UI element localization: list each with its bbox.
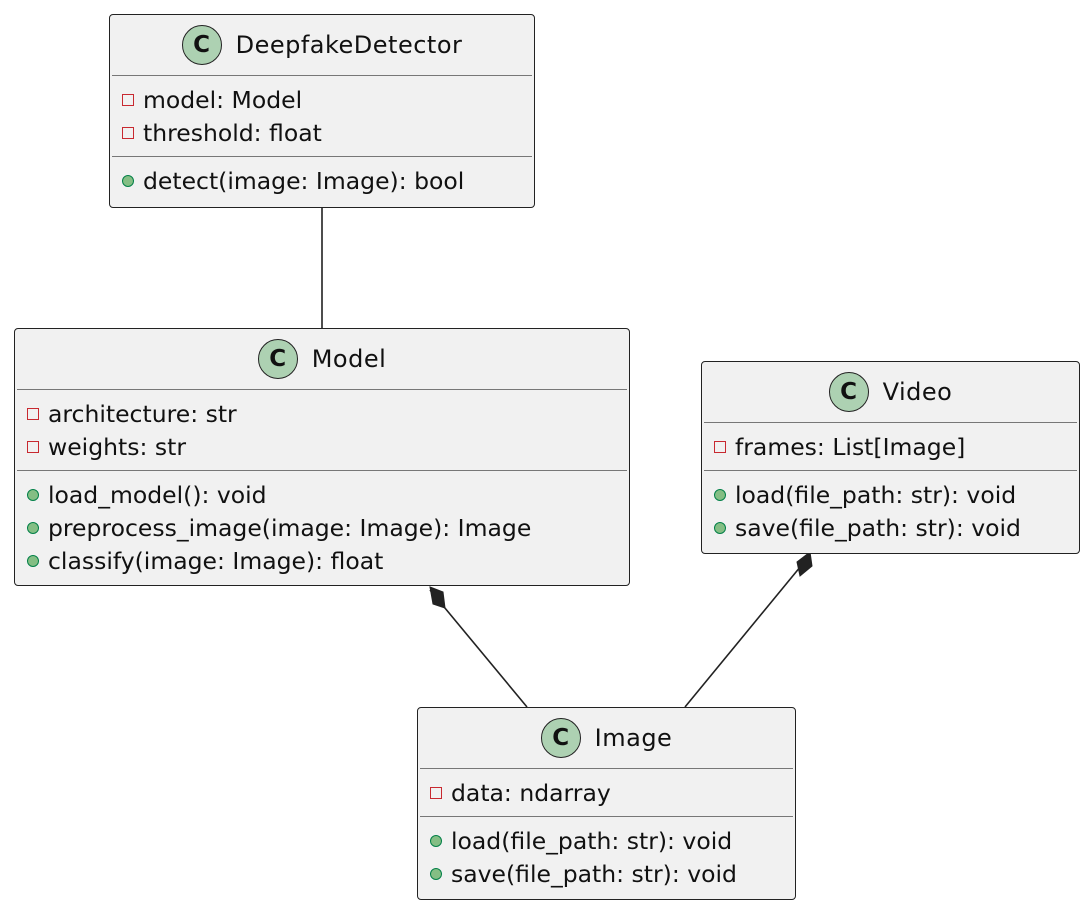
methods-section: detect(image: Image): bool bbox=[110, 157, 534, 204]
attribute-row: threshold: float bbox=[122, 116, 534, 149]
class-image[interactable]: C Image data: ndarray load(file_path: st… bbox=[417, 707, 796, 900]
class-c-icon: C bbox=[540, 718, 581, 758]
divider bbox=[420, 768, 793, 769]
method-text: load_model(): void bbox=[48, 480, 267, 509]
attribute-text: model: Model bbox=[143, 85, 303, 114]
class-deepfake-detector[interactable]: C DeepfakeDetector model: Model threshol… bbox=[109, 14, 535, 208]
attribute-row: model: Model bbox=[122, 83, 534, 116]
attribute-row: weights: str bbox=[27, 430, 629, 463]
public-icon bbox=[430, 834, 442, 847]
private-icon bbox=[714, 440, 726, 453]
attribute-text: threshold: float bbox=[143, 118, 322, 147]
divider bbox=[420, 816, 793, 817]
class-c-icon: C bbox=[181, 25, 222, 65]
public-icon bbox=[27, 488, 39, 501]
public-icon bbox=[714, 521, 726, 534]
public-icon bbox=[122, 174, 134, 187]
attribute-text: weights: str bbox=[48, 432, 186, 461]
private-icon bbox=[27, 407, 39, 420]
class-name: DeepfakeDetector bbox=[235, 31, 463, 59]
methods-section: load_model(): void preprocess_image(imag… bbox=[15, 471, 629, 584]
method-text: load(file_path: str): void bbox=[451, 826, 733, 855]
class-c-icon: C bbox=[828, 372, 869, 412]
attributes-section: frames: List[Image] bbox=[702, 423, 1079, 470]
class-header: C DeepfakeDetector bbox=[110, 15, 534, 75]
class-header: C Video bbox=[702, 362, 1079, 422]
method-text: load(file_path: str): void bbox=[735, 480, 1017, 509]
divider bbox=[17, 470, 627, 471]
private-icon bbox=[27, 440, 39, 453]
divider bbox=[704, 470, 1077, 471]
composition-diamond-video bbox=[796, 551, 813, 577]
method-row: preprocess_image(image: Image): Image bbox=[27, 511, 629, 544]
method-row: load_model(): void bbox=[27, 478, 629, 511]
attribute-row: architecture: str bbox=[27, 397, 629, 430]
attribute-text: frames: List[Image] bbox=[735, 432, 966, 461]
class-header: C Image bbox=[418, 708, 795, 768]
composition-model-image bbox=[429, 589, 528, 708]
method-text: detect(image: Image): bool bbox=[143, 166, 465, 195]
divider bbox=[17, 389, 627, 390]
class-name: Model bbox=[311, 345, 387, 373]
class-header: C Model bbox=[15, 329, 629, 389]
methods-section: load(file_path: str): void save(file_pat… bbox=[702, 471, 1079, 551]
attributes-section: data: ndarray bbox=[418, 769, 795, 816]
attributes-section: model: Model threshold: float bbox=[110, 76, 534, 156]
attribute-row: data: ndarray bbox=[430, 776, 795, 809]
attributes-section: architecture: str weights: str bbox=[15, 390, 629, 470]
methods-section: load(file_path: str): void save(file_pat… bbox=[418, 817, 795, 897]
divider bbox=[112, 156, 532, 157]
private-icon bbox=[122, 93, 134, 106]
public-icon bbox=[27, 554, 39, 567]
private-icon bbox=[122, 126, 134, 139]
class-model[interactable]: C Model architecture: str weights: str l… bbox=[14, 328, 630, 586]
attribute-text: data: ndarray bbox=[451, 778, 611, 807]
divider bbox=[112, 75, 532, 76]
class-video[interactable]: C Video frames: List[Image] load(file_pa… bbox=[701, 361, 1080, 554]
method-text: save(file_path: str): void bbox=[735, 513, 1021, 542]
private-icon bbox=[430, 786, 442, 799]
method-row: classify(image: Image): float bbox=[27, 544, 629, 577]
class-name: Video bbox=[882, 378, 953, 406]
method-text: preprocess_image(image: Image): Image bbox=[48, 513, 532, 542]
class-name: Image bbox=[594, 724, 673, 752]
method-text: save(file_path: str): void bbox=[451, 859, 737, 888]
method-row: save(file_path: str): void bbox=[430, 857, 795, 890]
composition-diamond-model bbox=[429, 586, 446, 609]
method-text: classify(image: Image): float bbox=[48, 546, 384, 575]
public-icon bbox=[27, 521, 39, 534]
method-row: save(file_path: str): void bbox=[714, 511, 1079, 544]
divider bbox=[704, 422, 1077, 423]
method-row: load(file_path: str): void bbox=[430, 824, 795, 857]
public-icon bbox=[430, 867, 442, 880]
composition-video-image bbox=[684, 554, 811, 708]
attribute-row: frames: List[Image] bbox=[714, 430, 1079, 463]
class-c-icon: C bbox=[257, 339, 298, 379]
method-row: detect(image: Image): bool bbox=[122, 164, 534, 197]
attribute-text: architecture: str bbox=[48, 399, 237, 428]
public-icon bbox=[714, 488, 726, 501]
method-row: load(file_path: str): void bbox=[714, 478, 1079, 511]
